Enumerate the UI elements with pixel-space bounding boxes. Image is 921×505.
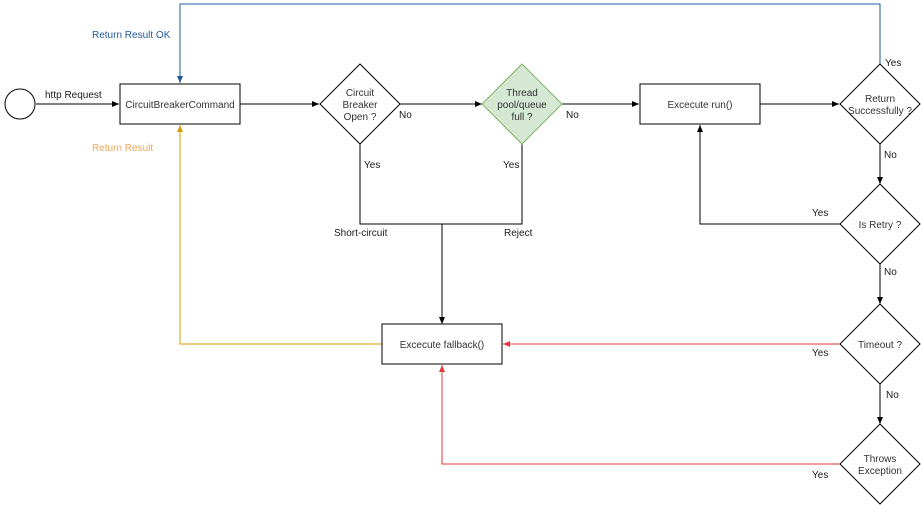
thread-pool-line-2: pool/queue	[497, 100, 547, 111]
start-node[interactable]	[4, 88, 36, 120]
timeout-no-label: No	[886, 390, 899, 401]
run-node[interactable]: Excecute run()	[639, 83, 761, 125]
short-circuit-label: Short-circuit	[334, 228, 388, 239]
timeout-yes-label: Yes	[812, 348, 828, 359]
http-request-label: http Request	[45, 90, 102, 101]
exception-decision[interactable]: Throws Exception	[839, 423, 921, 505]
pool-no-label: No	[566, 110, 579, 121]
fallback-node[interactable]: Excecute fallback()	[381, 323, 503, 365]
timeout-label: Timeout ?	[858, 340, 903, 351]
edge-return-ok-to-command	[177, 3, 881, 83]
success-no-label: No	[884, 150, 897, 161]
retry-label: Is Retry ?	[859, 220, 902, 231]
edge-exception-yes-to-fallback	[439, 365, 840, 465]
breaker-yes-label: Yes	[364, 160, 380, 171]
breaker-open-line-3: Open ?	[344, 112, 377, 123]
edge-breaker-yes-merge	[359, 144, 523, 225]
breaker-open-decision[interactable]: Circuit Breaker Open ?	[319, 63, 401, 145]
pool-yes-label: Yes	[503, 160, 519, 171]
timeout-decision[interactable]: Timeout ?	[839, 303, 921, 385]
fallback-label: Excecute fallback()	[400, 340, 484, 351]
exception-line-2: Exception	[858, 466, 902, 477]
retry-no-label: No	[884, 267, 897, 278]
return-line-2: Successfully ?	[848, 106, 912, 117]
return-line-1: Return	[865, 94, 895, 105]
retry-decision[interactable]: Is Retry ?	[839, 183, 921, 265]
thread-pool-decision[interactable]: Thread pool/queue full ?	[481, 63, 563, 145]
run-label: Excecute run()	[667, 100, 732, 111]
return-successfully-decision[interactable]: Return Successfully ?	[839, 63, 921, 145]
thread-pool-line-1: Thread	[506, 88, 538, 99]
breaker-open-line-1: Circuit	[346, 88, 375, 99]
edge-fallback-to-command	[177, 125, 382, 345]
exception-line-1: Throws	[864, 454, 897, 465]
command-label: CircuitBreakerCommand	[125, 100, 234, 111]
exception-yes-label: Yes	[812, 470, 828, 481]
success-yes-label: Yes	[885, 58, 901, 69]
breaker-open-line-2: Breaker	[342, 100, 378, 111]
command-node[interactable]: CircuitBreakerCommand	[119, 83, 241, 125]
edge-retry-yes-to-run	[697, 125, 840, 225]
reject-label: Reject	[504, 228, 533, 239]
return-result-label: Return Result	[92, 143, 153, 154]
thread-pool-line-3: full ?	[511, 112, 533, 123]
breaker-no-label: No	[399, 110, 412, 121]
return-result-ok-label: Return Result OK	[92, 30, 171, 41]
retry-yes-label: Yes	[812, 208, 828, 219]
